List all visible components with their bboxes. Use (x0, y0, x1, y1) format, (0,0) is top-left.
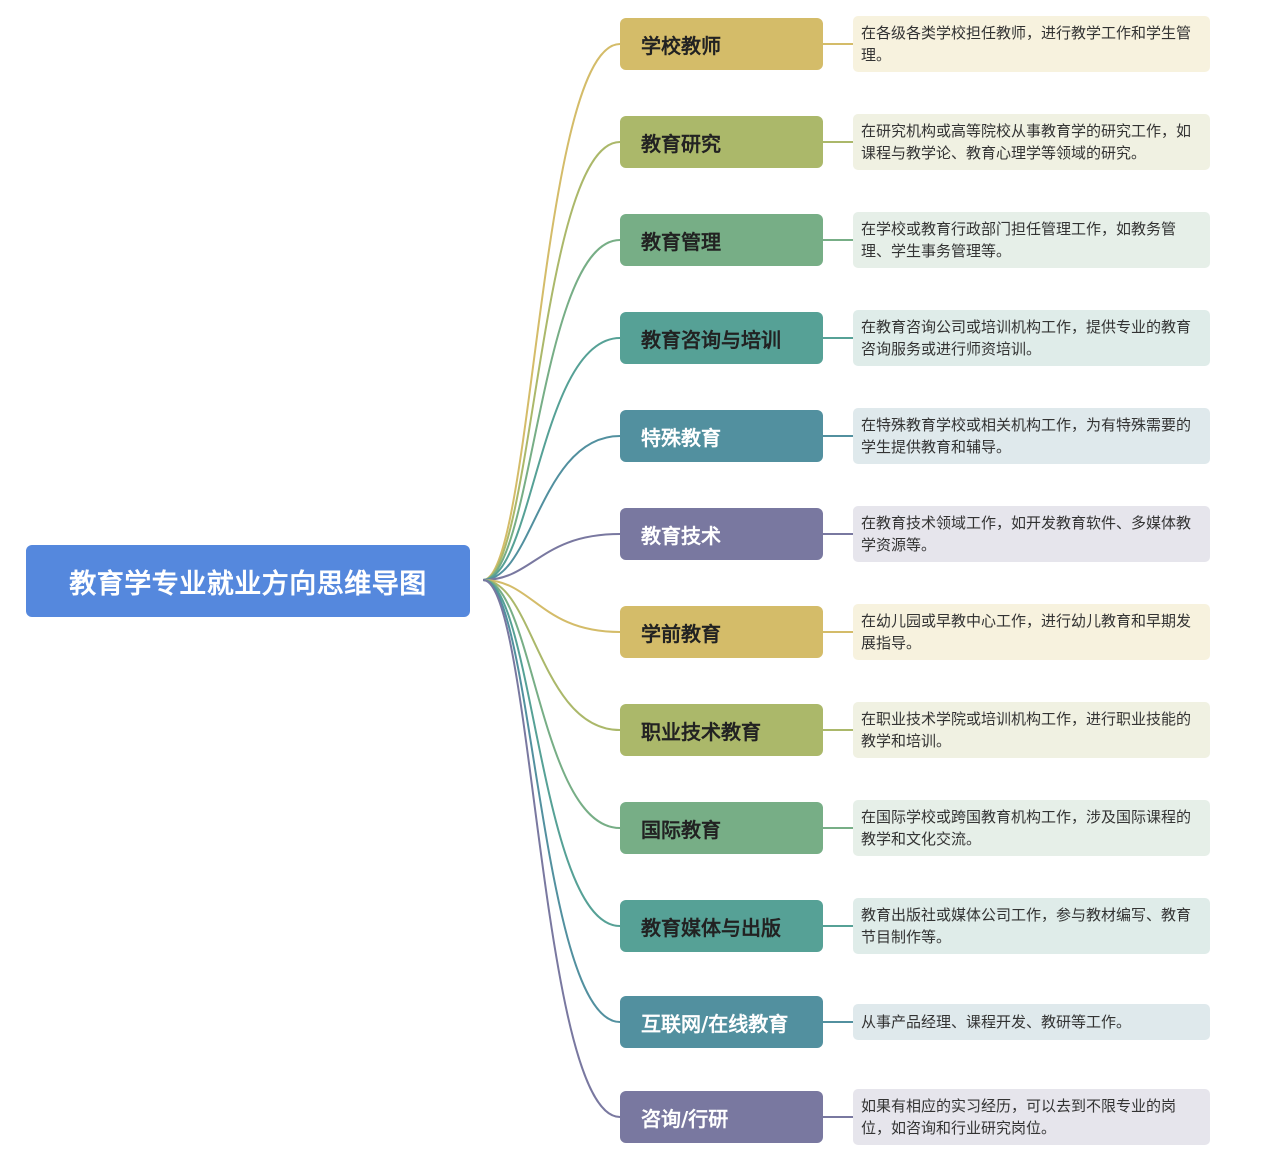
branch-topic[interactable]: 职业技术教育 (620, 704, 823, 756)
branch-topic[interactable]: 学校教师 (620, 18, 823, 70)
branch-connector (482, 239, 621, 581)
branch-topic[interactable]: 国际教育 (620, 802, 823, 854)
branch-description[interactable]: 如果有相应的实习经历，可以去到不限专业的岗位，如咨询和行业研究岗位。 (853, 1089, 1210, 1145)
branch-description[interactable]: 在幼儿园或早教中心工作，进行幼儿教育和早期发展指导。 (853, 604, 1210, 660)
branch-connector (482, 579, 621, 829)
branch-connector (482, 337, 621, 581)
branch-description[interactable]: 在各级各类学校担任教师，进行教学工作和学生管理。 (853, 16, 1210, 72)
branch-description[interactable]: 教育出版社或媒体公司工作，参与教材编写、教育节目制作等。 (853, 898, 1210, 954)
branch-topic[interactable]: 特殊教育 (620, 410, 823, 462)
branch-connector (482, 579, 621, 633)
root-topic[interactable]: 教育学专业就业方向思维导图 (26, 545, 470, 617)
branch-topic[interactable]: 教育咨询与培训 (620, 312, 823, 364)
branch-description[interactable]: 从事产品经理、课程开发、教研等工作。 (853, 1004, 1210, 1040)
branch-topic[interactable]: 教育研究 (620, 116, 823, 168)
branch-connector (482, 579, 621, 927)
branch-connector (482, 579, 621, 1118)
branch-topic[interactable]: 学前教育 (620, 606, 823, 658)
branch-description[interactable]: 在教育咨询公司或培训机构工作，提供专业的教育咨询服务或进行师资培训。 (853, 310, 1210, 366)
branch-description[interactable]: 在教育技术领域工作，如开发教育软件、多媒体教学资源等。 (853, 506, 1210, 562)
branch-connector (482, 533, 621, 581)
branch-connector (482, 579, 621, 1023)
branch-topic[interactable]: 咨询/行研 (620, 1091, 823, 1143)
branch-topic[interactable]: 教育管理 (620, 214, 823, 266)
branch-topic[interactable]: 互联网/在线教育 (620, 996, 823, 1048)
branch-description[interactable]: 在特殊教育学校或相关机构工作，为有特殊需要的学生提供教育和辅导。 (853, 408, 1210, 464)
branch-description[interactable]: 在职业技术学院或培训机构工作，进行职业技能的教学和培训。 (853, 702, 1210, 758)
branch-connector (482, 43, 621, 581)
branch-connector (482, 435, 621, 581)
branch-topic[interactable]: 教育技术 (620, 508, 823, 560)
branch-description[interactable]: 在国际学校或跨国教育机构工作，涉及国际课程的教学和文化交流。 (853, 800, 1210, 856)
branch-description[interactable]: 在研究机构或高等院校从事教育学的研究工作，如课程与教学论、教育心理学等领域的研究… (853, 114, 1210, 170)
branch-connector (482, 579, 621, 731)
branch-topic[interactable]: 教育媒体与出版 (620, 900, 823, 952)
branch-description[interactable]: 在学校或教育行政部门担任管理工作，如教务管理、学生事务管理等。 (853, 212, 1210, 268)
branch-connector (482, 141, 621, 581)
